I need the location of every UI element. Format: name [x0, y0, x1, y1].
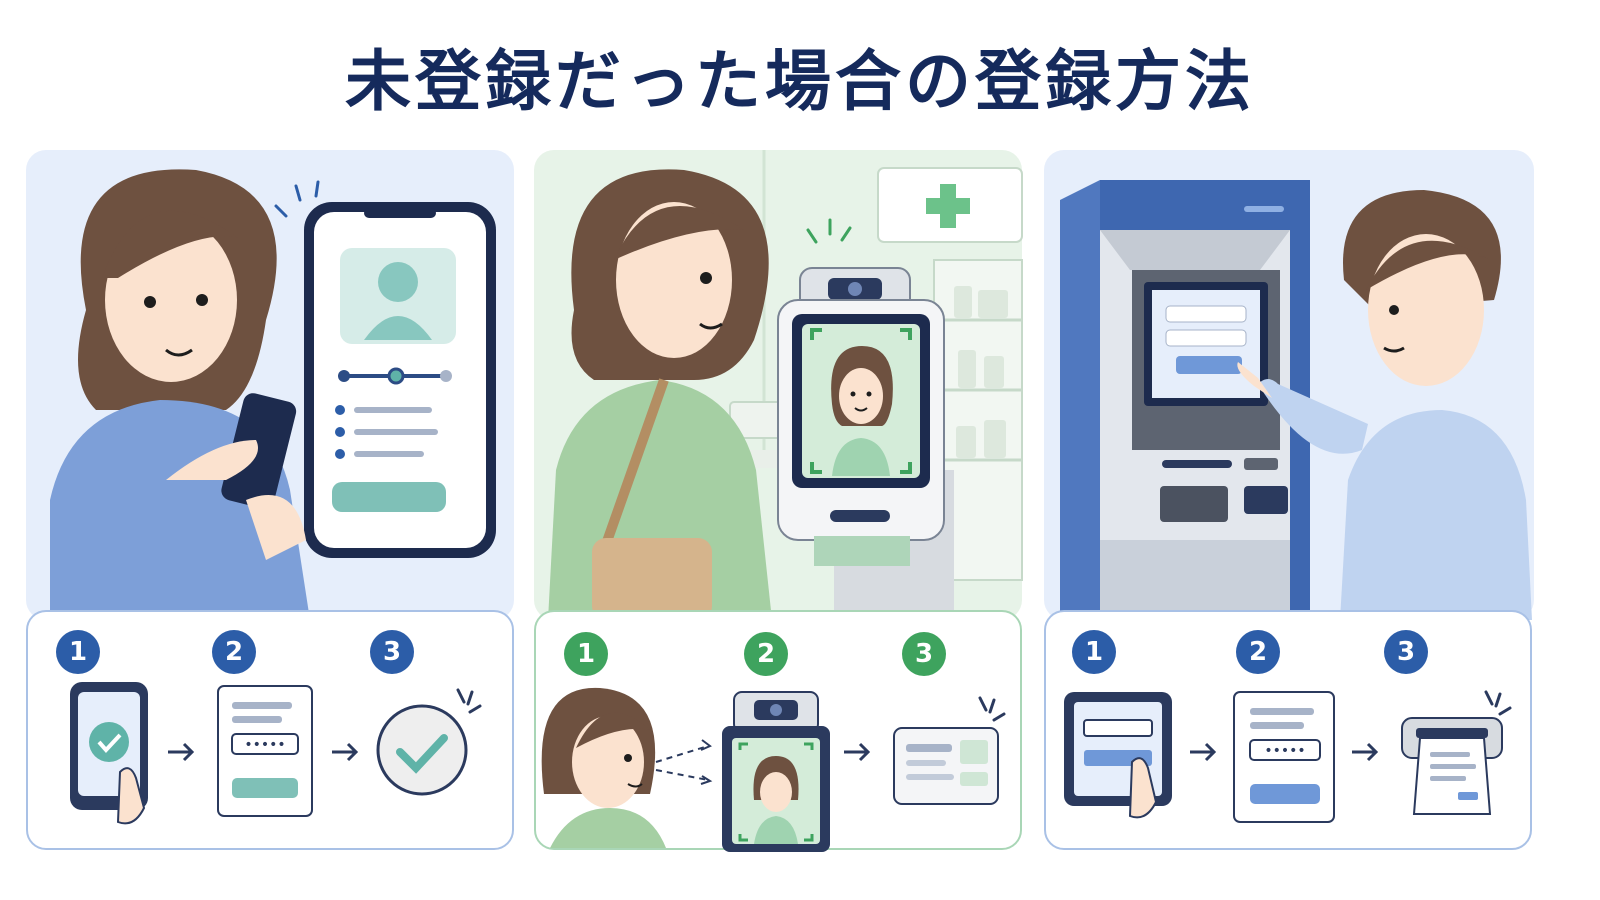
steps-illustration-smartphone: •••••: [70, 682, 482, 825]
smartphone-scene-illustration: [26, 150, 514, 620]
step-badge-2: 2: [212, 630, 256, 674]
panel-smartphone: 1 2 3 •••••: [26, 150, 518, 870]
password-form-icon: •••••: [1233, 691, 1335, 823]
step-badge-3: 3: [1384, 630, 1428, 674]
atm-machine-icon: [1060, 180, 1310, 620]
face-scan-kiosk-icon: [722, 691, 830, 852]
panel-pharmacy-kiosk: 1 2 3: [534, 150, 1026, 870]
page-title: 未登録だった場合の登録方法: [345, 43, 1255, 120]
panel-atm: 1 2 3 •••••: [1044, 150, 1536, 870]
svg-text:•••••: •••••: [1264, 743, 1305, 759]
man-touching-atm-icon: [1237, 190, 1532, 620]
person-face-icon: [541, 687, 666, 848]
steps-box-smartphone: 1 2 3 •••••: [26, 610, 514, 850]
face-recognition-kiosk-icon: [777, 218, 954, 620]
phone-check-icon: [70, 682, 148, 825]
steps-box-atm: 1 2 3 •••••: [1044, 610, 1532, 850]
step-badge-1: 1: [564, 632, 608, 676]
step-badge-1: 1: [56, 630, 100, 674]
steps-box-pharmacy: 1 2 3: [534, 610, 1022, 852]
receipt-printer-icon: [1401, 690, 1512, 815]
step-badge-2: 2: [1236, 630, 1280, 674]
id-card-icon: [893, 696, 1006, 805]
step-badge-3: 3: [370, 630, 414, 674]
svg-text:•••••: •••••: [244, 737, 285, 753]
pharmacy-shelf-icon: [710, 150, 1023, 581]
checkmark-circle-icon: [376, 688, 482, 796]
step-badge-1: 1: [1072, 630, 1116, 674]
step-badge-2: 2: [744, 632, 788, 676]
password-form-icon: •••••: [217, 685, 313, 817]
atm-scene-illustration: [1044, 150, 1534, 620]
steps-illustration-pharmacy: [541, 687, 1006, 852]
pharmacy-scene-illustration: [534, 150, 1023, 620]
steps-illustration-atm: •••••: [1064, 690, 1512, 823]
woman-with-bag-icon: [548, 169, 772, 620]
smartphone-app-icon: [304, 202, 496, 558]
woman-with-phone-icon: [50, 169, 310, 620]
step-badge-3: 3: [902, 632, 946, 676]
tablet-touch-icon: [1064, 692, 1172, 819]
